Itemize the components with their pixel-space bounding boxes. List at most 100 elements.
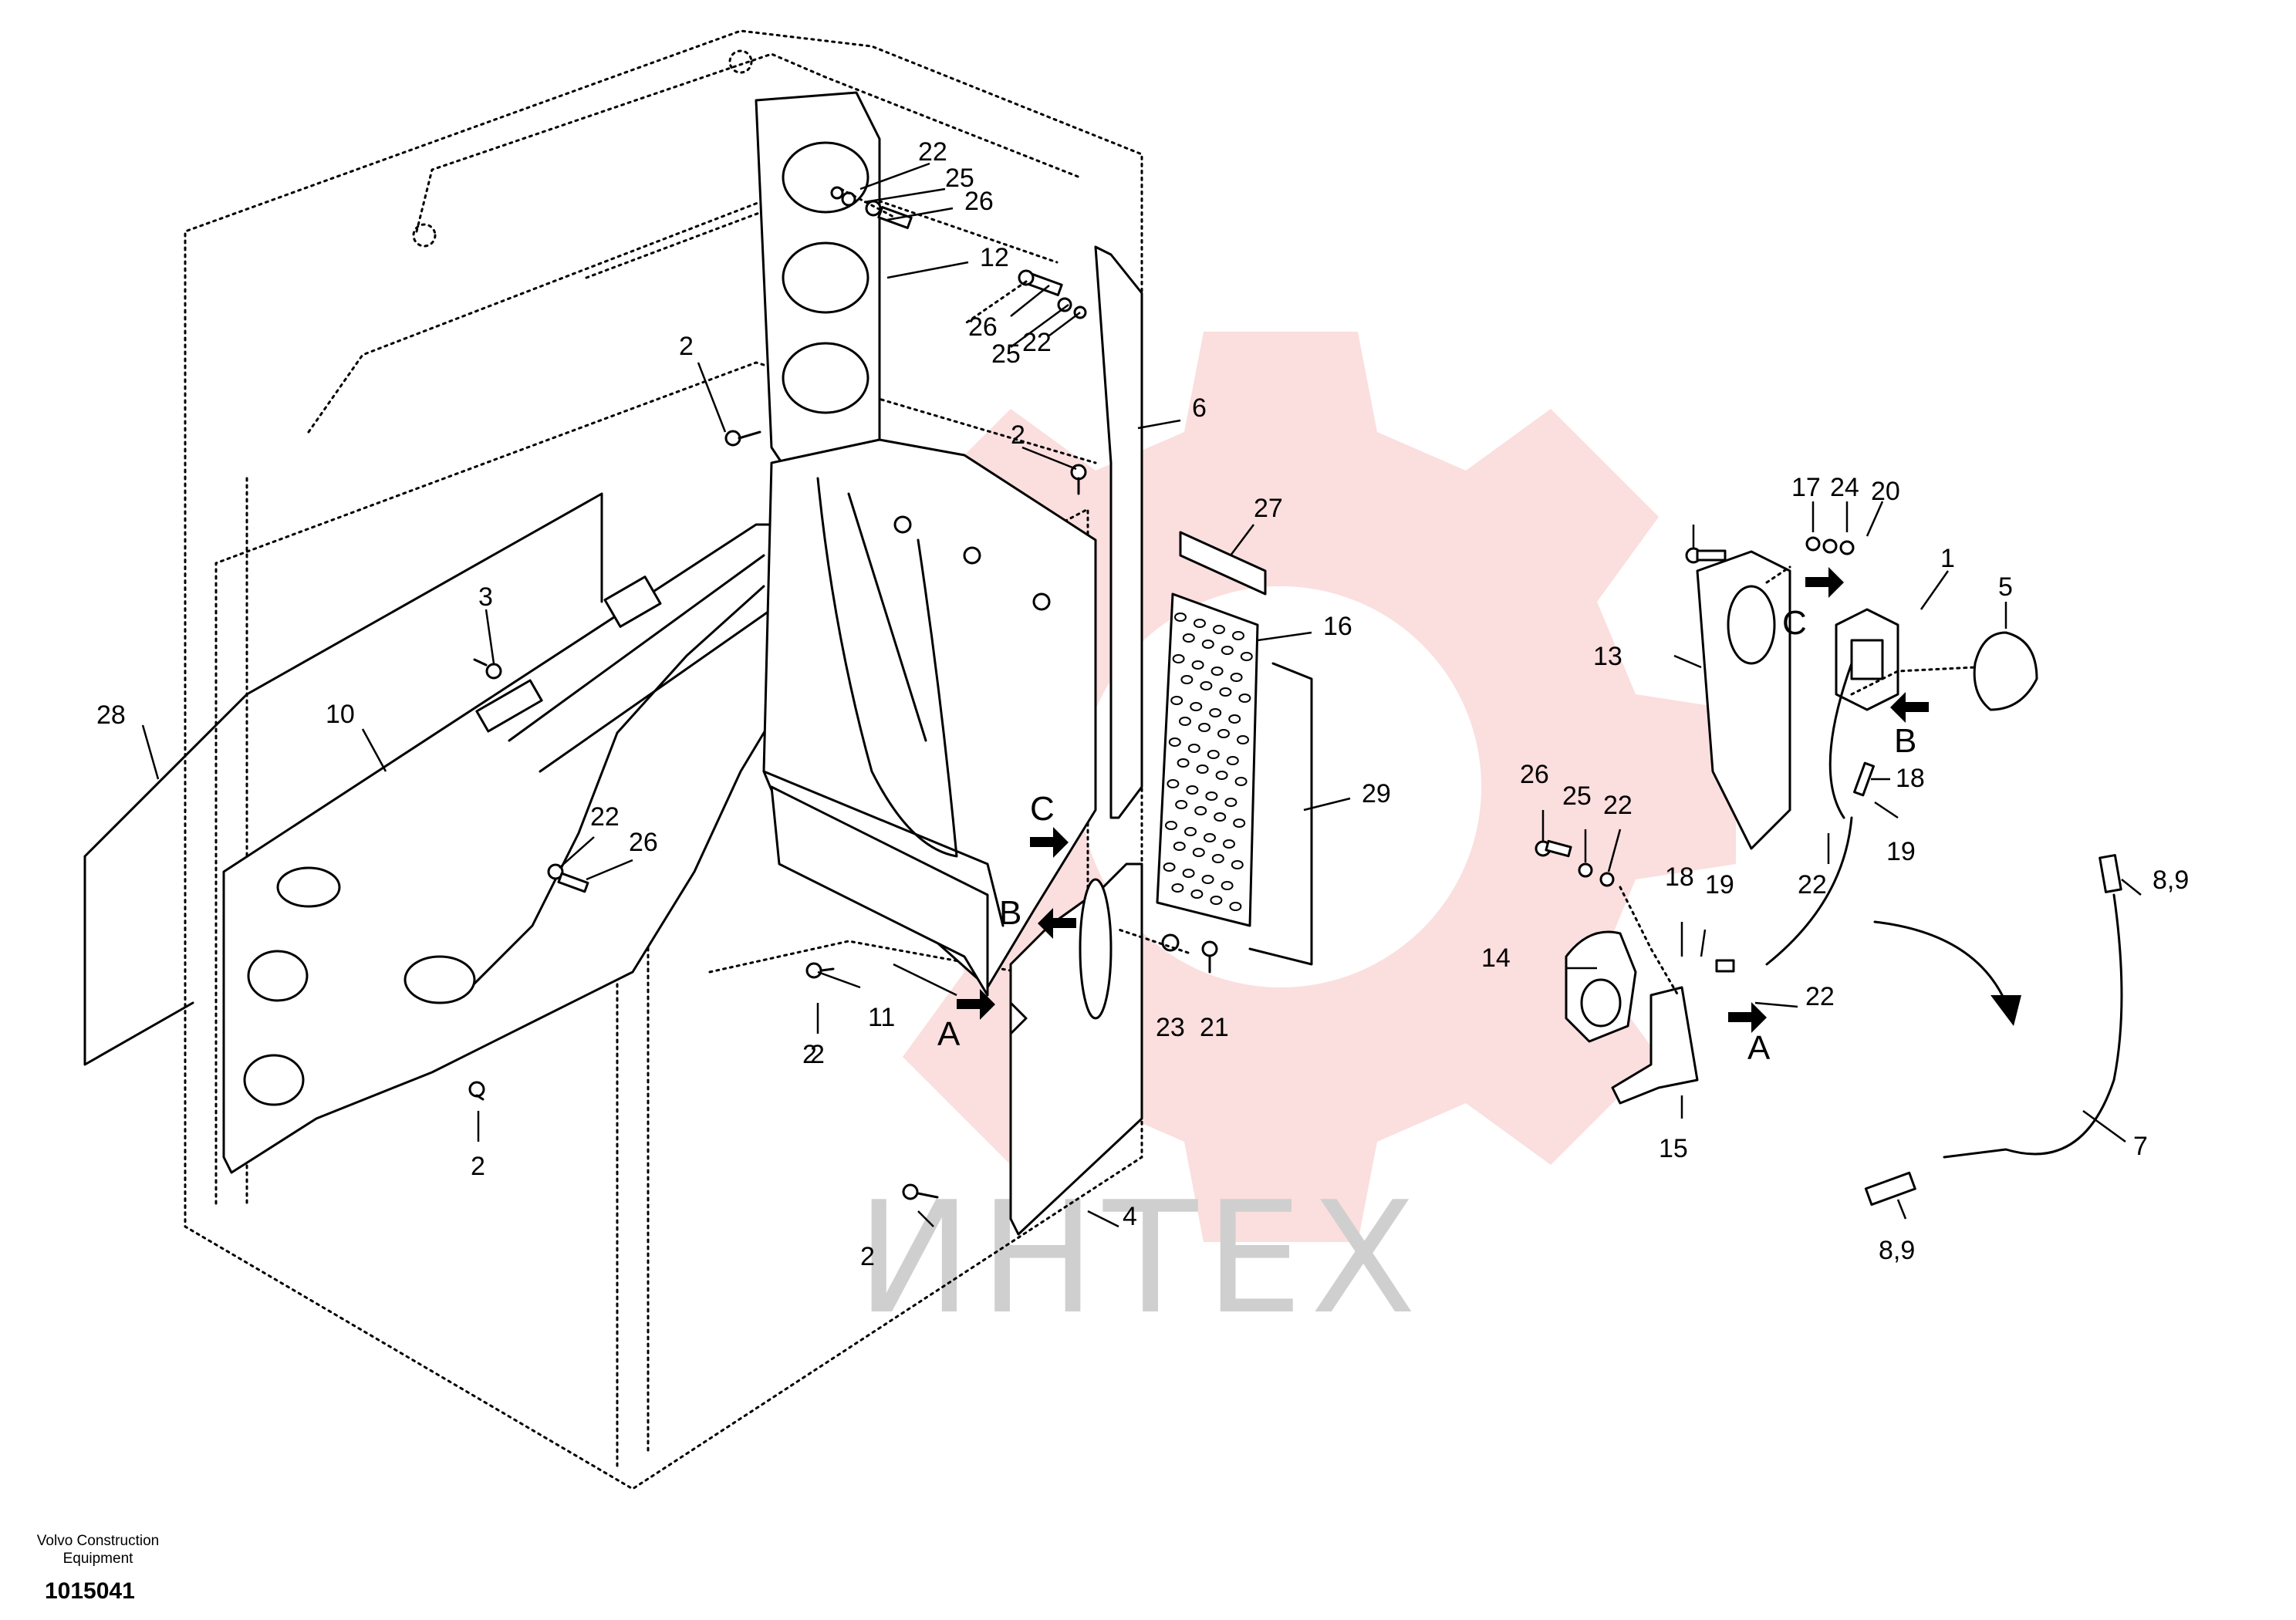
callout-label: 16 xyxy=(1323,612,1352,641)
grille-hole xyxy=(1194,619,1206,628)
callout-label: 22 xyxy=(590,802,620,832)
grille-hole xyxy=(1226,756,1239,765)
grille-hole xyxy=(1221,881,1234,890)
footer-drawing-number: 1015041 xyxy=(45,1578,135,1604)
callout-label: 25 xyxy=(945,164,974,193)
arrow-right-icon xyxy=(957,989,995,1020)
callout-label: 11 xyxy=(868,1003,895,1032)
callout-label: 20 xyxy=(1871,477,1900,506)
part-29-panel xyxy=(1248,662,1313,966)
callout-label: 2 xyxy=(471,1152,485,1181)
callout-label: 25 xyxy=(1562,781,1592,811)
view-letter: A xyxy=(1747,1029,1771,1067)
callout-label: 7 xyxy=(2133,1132,2148,1161)
pin-icon xyxy=(1715,959,1735,973)
callout-label: 21 xyxy=(1200,1013,1229,1042)
part-28-panel xyxy=(83,492,603,1066)
grille-hole xyxy=(1201,640,1214,649)
grille-hole xyxy=(1187,744,1200,753)
part-10-trim xyxy=(222,523,812,1174)
arrow-left-icon xyxy=(1038,908,1076,939)
callout-label: 19 xyxy=(1886,837,1916,866)
view-arrows-left xyxy=(957,827,1076,1020)
callout-label: 2 xyxy=(860,1242,875,1271)
callout-label: 2 xyxy=(810,1040,825,1069)
callout-label: 18 xyxy=(1896,764,1925,793)
grille-hole xyxy=(1171,883,1184,893)
grille-hole xyxy=(1184,827,1197,836)
callout-label: 3 xyxy=(478,582,493,612)
grille-hole xyxy=(1204,833,1216,842)
footer-company-line1: Volvo Construction xyxy=(37,1533,159,1549)
callout-label: 27 xyxy=(1254,494,1283,523)
screw-icon xyxy=(724,430,761,447)
part-12-duct xyxy=(755,91,881,472)
callout-label: 14 xyxy=(1481,943,1511,973)
grille-hole xyxy=(1234,777,1248,786)
callout-label: 29 xyxy=(1362,779,1391,808)
callout-label: 24 xyxy=(1830,473,1859,502)
view-letter: A xyxy=(937,1015,961,1053)
bolt-icon xyxy=(1201,940,1218,974)
grille-hole xyxy=(1175,800,1188,809)
part-16-grille xyxy=(1156,592,1259,927)
view-letter-labels: C B A C B A xyxy=(937,604,1916,1067)
grille-hole xyxy=(1163,862,1176,872)
grille-holes xyxy=(1163,613,1253,911)
screw-icon xyxy=(473,658,502,680)
grille-hole xyxy=(1232,631,1244,640)
callout-label: 18 xyxy=(1665,862,1694,892)
part-13-bracket xyxy=(1696,550,1791,850)
part-11-lower-trim xyxy=(762,438,1097,997)
grille-hole xyxy=(1207,750,1220,759)
callout-label: 23 xyxy=(1156,1013,1185,1042)
grille-hole xyxy=(1213,625,1225,634)
grille-hole xyxy=(1201,875,1214,884)
grille-hole xyxy=(1182,633,1195,643)
callout-label: 26 xyxy=(968,312,998,342)
curved-arrow-icon xyxy=(1873,920,2021,1026)
grille-hole xyxy=(1229,902,1242,911)
grille-hole xyxy=(1211,854,1224,863)
grille-hole xyxy=(1173,842,1186,851)
view-letter: B xyxy=(1894,722,1916,760)
arrow-left-icon xyxy=(1890,692,1929,723)
grille-hole xyxy=(1172,654,1185,663)
bolt-icon xyxy=(1685,547,1727,564)
callout-label: 19 xyxy=(1705,870,1734,899)
arrow-right-icon xyxy=(1030,827,1069,858)
callout-label: 2 xyxy=(1011,420,1025,450)
callout-label: 15 xyxy=(1659,1134,1688,1163)
arrow-right-icon xyxy=(1805,567,1844,598)
part-14-holder xyxy=(1565,930,1637,1043)
grille-hole xyxy=(1233,818,1246,828)
callout-label: 26 xyxy=(629,828,658,857)
grille-hole xyxy=(1179,717,1191,726)
bolt-icon xyxy=(547,863,589,893)
grille-hole xyxy=(1238,694,1251,703)
grille-hole xyxy=(1209,708,1222,717)
grille-hole xyxy=(1214,812,1227,822)
grille-hole xyxy=(1240,652,1253,661)
grille-hole xyxy=(1174,613,1187,622)
grille-hole xyxy=(1165,821,1177,830)
callout-label: 22 xyxy=(1603,791,1633,820)
leader-lines xyxy=(141,162,2142,1228)
view-arrows-right xyxy=(1728,567,1929,1033)
view-letter: C xyxy=(1030,790,1055,828)
grille-hole xyxy=(1186,785,1199,795)
footer: Volvo Construction Equipment 1015041 xyxy=(37,1533,159,1604)
callout-label: 4 xyxy=(1123,1202,1137,1231)
grille-hole xyxy=(1230,673,1243,682)
part-1-switch xyxy=(1835,608,1899,711)
grille-hole xyxy=(1237,735,1249,744)
callout-label: 22 xyxy=(1022,328,1052,357)
callout-label: 2 xyxy=(679,332,694,361)
grille-hole xyxy=(1190,889,1204,899)
part-4-pillar xyxy=(1009,862,1143,1236)
grille-hole xyxy=(1192,848,1205,857)
callout-label: 10 xyxy=(326,700,355,729)
callout-label: 17 xyxy=(1791,473,1821,502)
callout-label: 8,9 xyxy=(2152,866,2189,895)
